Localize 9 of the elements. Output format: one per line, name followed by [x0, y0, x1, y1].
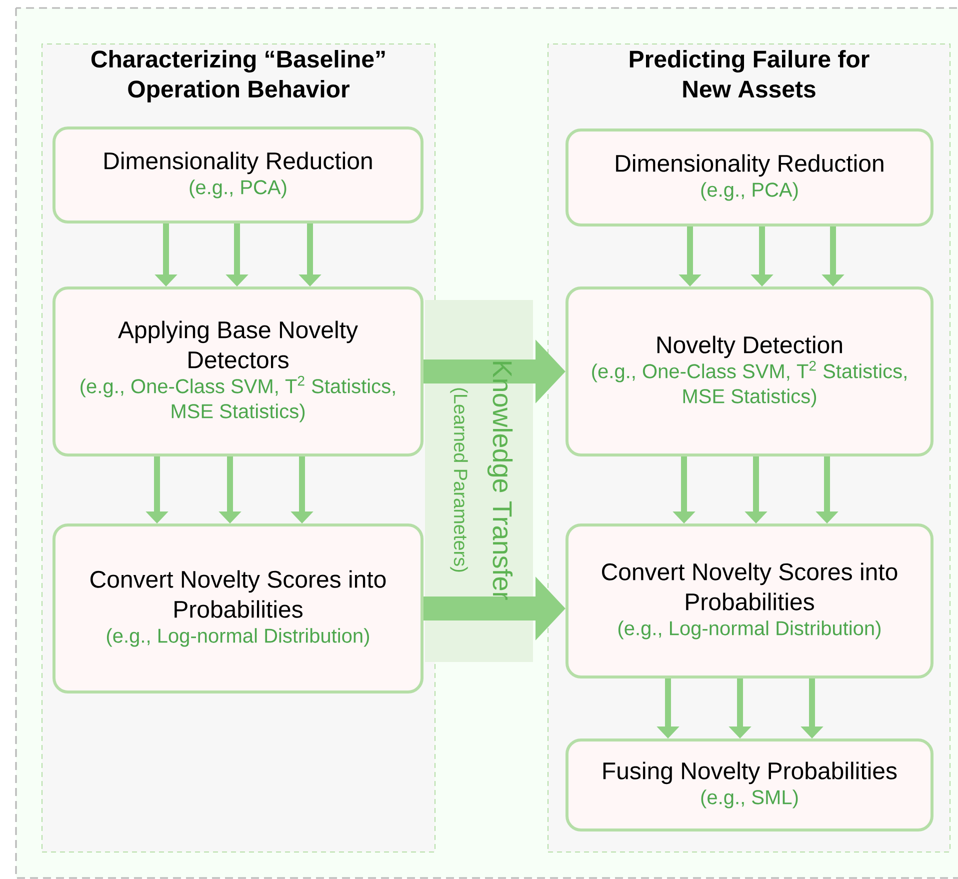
process-box: Convert Novelty Scores into Probabilities (e.g., Log-normal Distribution) [52, 524, 424, 694]
process-box: Dimensionality Reduction (e.g., PCA) [566, 128, 934, 226]
process-box: Convert Novelty Scores into Probabilities (e.g., Log-normal Distribution) [566, 524, 934, 678]
process-box: Applying Base Novelty Detectors (e.g., One-Class SVM, T$^{2}$ Statistics, MSE Statistics) [52, 286, 424, 456]
transfer-title: Knowledge Transfer [487, 362, 513, 600]
process-box: Dimensionality Reduction (e.g., PCA) [52, 126, 424, 224]
process-box: Fusing Novelty Probabilities (e.g., SML) [566, 738, 934, 832]
process-box: Novelty Detection (e.g., One-Class SVM, T$^{2}$ Statistics, MSE Statistics) [566, 286, 934, 456]
transfer-note: (Learned Parameters) [450, 388, 468, 572]
